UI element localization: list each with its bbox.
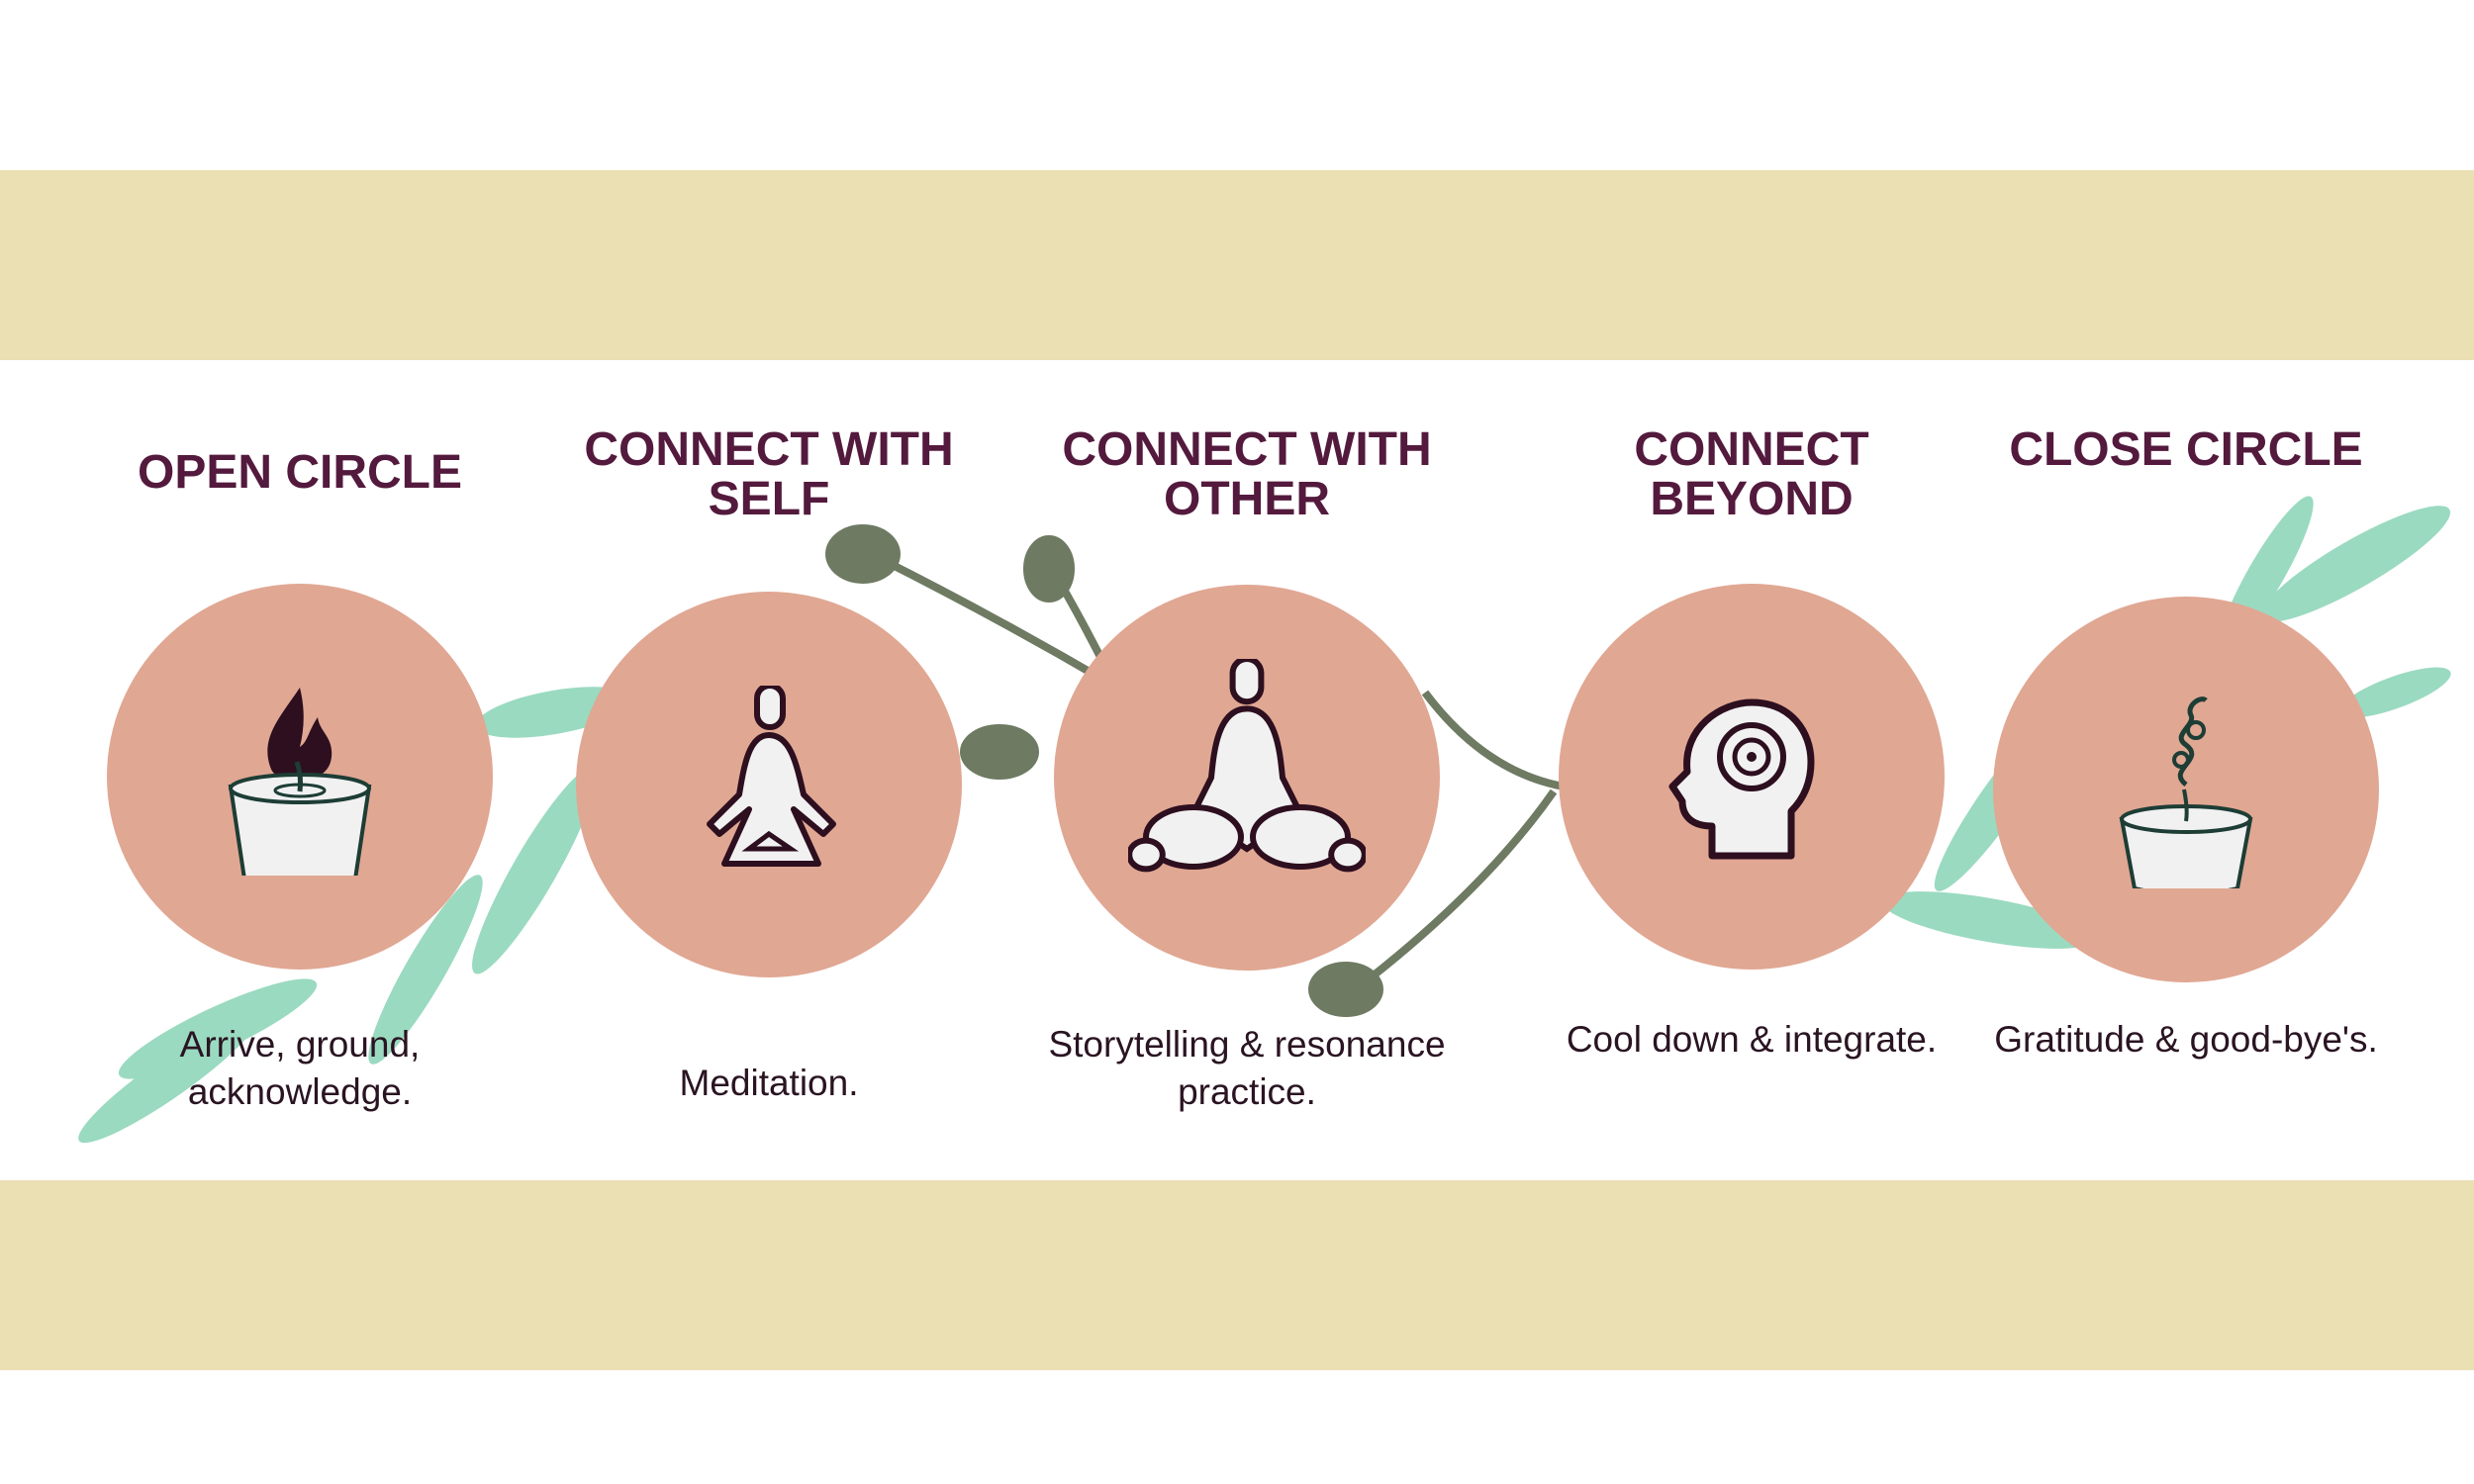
step-circle	[107, 584, 493, 970]
step-title: CONNECT BEYOND	[1634, 423, 1869, 525]
step-circle	[1993, 597, 2379, 982]
step-title: CLOSE CIRCLE	[2009, 423, 2363, 476]
step-circle	[1559, 584, 1945, 970]
step-title: OPEN CIRCLE	[137, 446, 463, 499]
step-circle	[1054, 585, 1440, 971]
step-title: CONNECT WITH OTHER	[1062, 423, 1432, 525]
head-spiral-icon	[1668, 698, 1815, 860]
candle-flame-icon	[228, 688, 372, 876]
step-description: Arrive, ground, acknowledge.	[179, 1024, 421, 1112]
bottom-band	[0, 1180, 2474, 1370]
step-description: Meditation.	[679, 1063, 859, 1103]
step-description: Gratitude & good-bye's.	[1994, 1019, 2378, 1060]
meditation-icon	[707, 686, 836, 867]
candle-smoke-icon	[2119, 696, 2253, 888]
step-description: Storytelling & resonance practice.	[1048, 1024, 1446, 1112]
step-description: Cool down & integrate.	[1566, 1019, 1938, 1060]
group-meditation-icon	[1128, 659, 1366, 873]
step-circle	[576, 592, 962, 977]
top-band	[0, 170, 2474, 360]
step-title: CONNECT WITH SELF	[584, 423, 954, 525]
